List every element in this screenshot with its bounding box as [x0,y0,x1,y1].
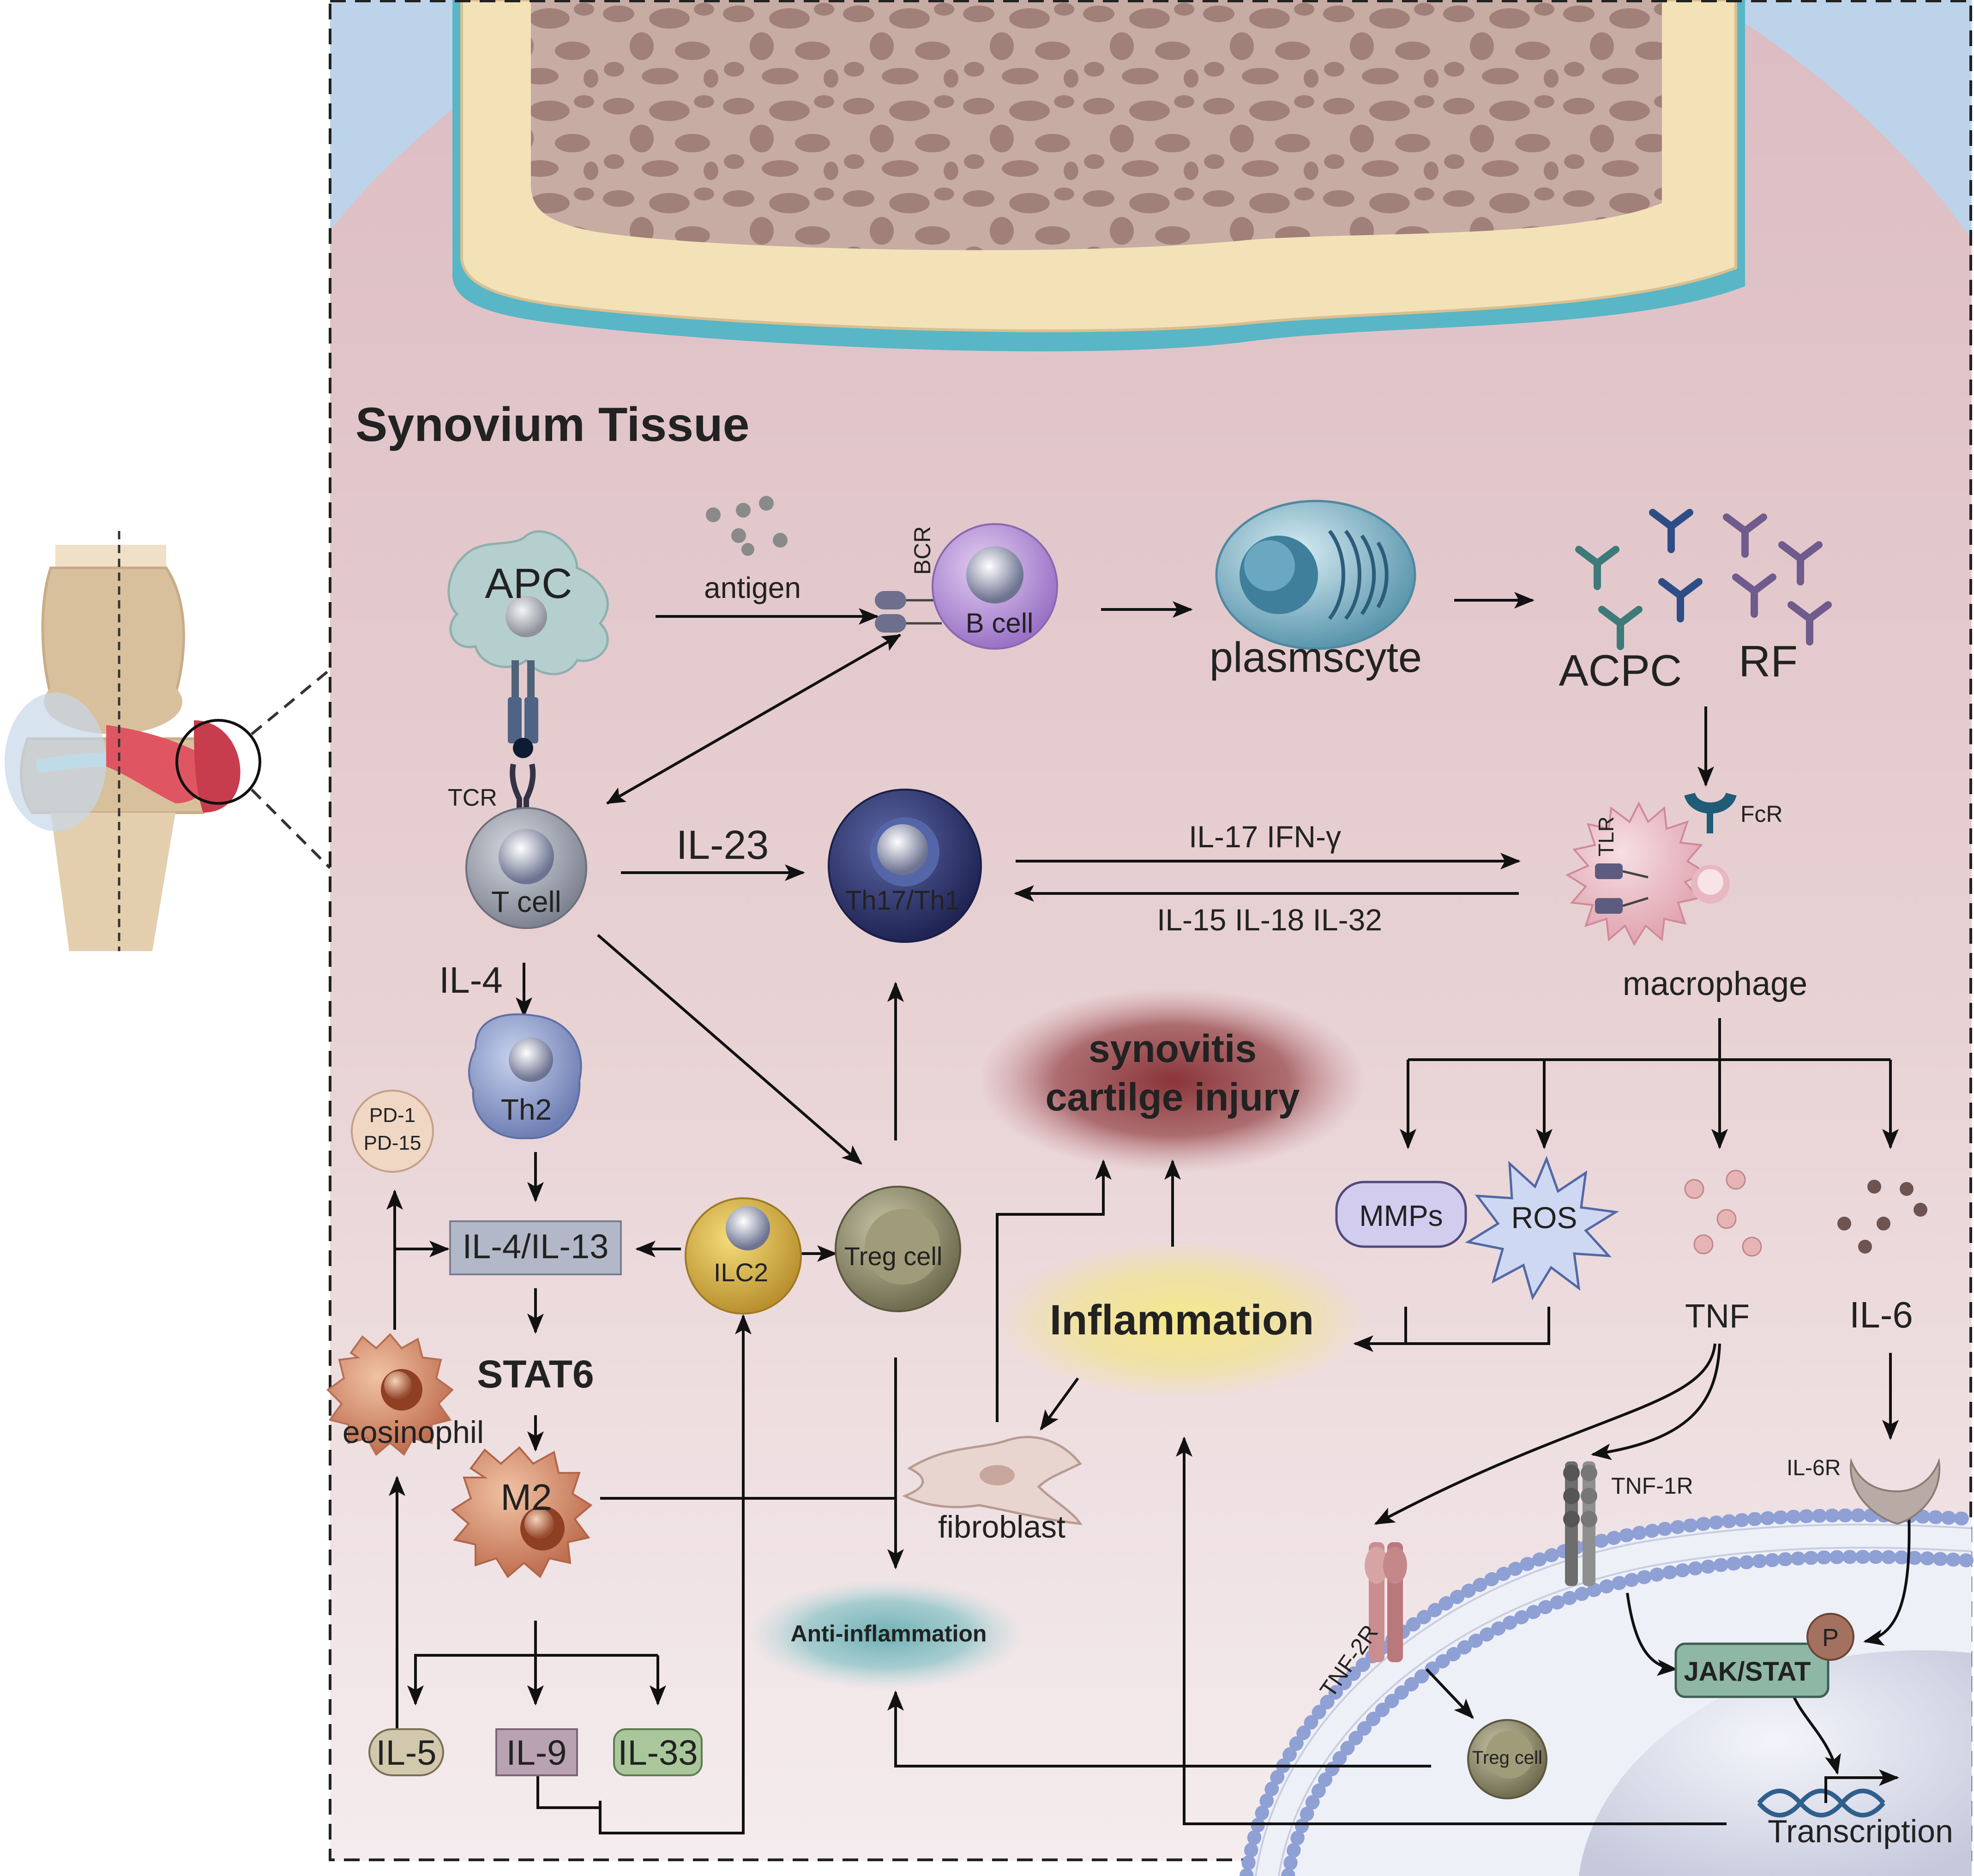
macrophage-label: macrophage [1623,965,1807,1002]
anti-inflammation-label: Anti-inflammation [791,1621,987,1647]
th17-th1-cell: Th17/Th1 [828,789,982,943]
knee-joint-illustration [5,531,331,951]
cartilage-injury-label: cartilge injury [1046,1075,1300,1119]
anti-inflammation-glow [748,1579,1025,1690]
pd1-label: PD-1 [369,1104,415,1127]
m2-label: M2 [500,1477,552,1518]
treg-small-cell: Treg cell [1467,1719,1547,1799]
il5-box: IL-5 [368,1728,444,1776]
il6-particles [1837,1180,1927,1254]
fibroblast-label: fibroblast [938,1509,1065,1544]
mmps-label: MMPs [1359,1199,1443,1232]
ros-label: ROS [1511,1200,1577,1235]
phospho-label: P [1822,1624,1839,1652]
antigen-particles [706,496,788,556]
antibodies-rf [1723,513,1832,645]
transcription-label: Transcription [1768,1813,1953,1849]
pathway-arrows [386,592,1911,1834]
il4-il13-box: IL-4/IL-13 [449,1220,622,1275]
inflammation-label: Inflammation [1050,1297,1314,1344]
pd1-pd15-marker: PD-1 PD-15 [351,1090,434,1173]
ilc2-label: ILC2 [714,1258,768,1287]
il17-ifn-label: IL-17 IFN-γ [1189,820,1341,854]
il5-label: IL-5 [376,1733,437,1773]
antibodies-acpc [1575,509,1703,650]
th17-th1-label: Th17/Th1 [845,886,960,916]
il-6r-label: IL-6R [1787,1456,1841,1480]
jak-stat-label: JAK/STAT [1684,1657,1811,1687]
fcr-label: FcR [1740,801,1783,827]
plasma-cell: plasmscyte [1210,500,1422,681]
tnf-particles [1684,1170,1762,1257]
panel-title: Synovium Tissue [355,398,749,452]
tnf-label: TNF [1685,1298,1750,1335]
treg-label: Treg cell [844,1242,943,1271]
eosinophil-label: eosinophil [343,1415,484,1450]
dna-transcription: Transcription [1757,1769,1953,1849]
il9-box: IL-9 [495,1728,578,1776]
il4-il13-label: IL-4/IL-13 [463,1227,609,1266]
jak-stat-box: JAK/STAT P [1674,1613,1854,1698]
il15-il18-il32-label: IL-15 IL-18 IL-32 [1157,903,1382,937]
il33-label: IL-33 [618,1733,698,1773]
b-cell-label: B cell [966,608,1034,639]
tcr-label: TCR [448,784,497,811]
ilc2-cell: ILC2 [685,1197,802,1315]
treg-small-label: Treg cell [1472,1748,1542,1768]
tnf-1r-label: TNF-1R [1611,1473,1693,1499]
synovitis-glow [979,988,1366,1173]
bone-graphic [452,0,1745,351]
il23-label: IL-23 [676,822,769,868]
t-cell-label: T cell [491,885,561,918]
mmps-box: MMPs [1335,1181,1467,1248]
b-cell: BCR B cell [875,523,1058,650]
pd15-label: PD-15 [364,1132,421,1154]
mhc-tcr-complex: TCR [448,660,538,822]
th2-label: Th2 [501,1093,552,1126]
fibroblast-cell: fibroblast [902,1436,1083,1544]
acpc-label: ACPC [1559,646,1682,695]
apc-cell: APC [447,530,609,676]
tnf-1r-receptor: TNF-1R [1563,1461,1693,1586]
il-6r-receptor: IL-6R [1787,1456,1941,1525]
th2-cell: Th2 [468,1013,582,1140]
stat6-label: STAT6 [477,1352,594,1396]
il33-box: IL-33 [613,1728,703,1776]
bcr-label: BCR [909,526,935,575]
m2-macrophage: M2 [451,1446,593,1579]
antigen-label: antigen [704,571,801,604]
tlr-label: TLR [1594,816,1618,857]
ros-star: ROS [1465,1156,1619,1301]
apc-label: APC [485,560,572,607]
il6-label: IL-6 [1849,1294,1913,1335]
eosinophil-cell: eosinophil [326,1333,484,1456]
synovitis-label: synovitis [1089,1027,1257,1070]
macrophage-cell: FcR TLR macrophage [1565,792,1807,1002]
rf-label: RF [1739,637,1798,686]
plasma-cell-label: plasmscyte [1210,634,1422,681]
treg-cell: Treg cell [835,1186,961,1312]
t-cell: T cell [465,807,587,929]
inflammation-glow [997,1242,1366,1399]
il4-label: IL-4 [439,959,503,1001]
cell-membrane [1240,1508,1974,1876]
il9-label: IL-9 [506,1733,567,1773]
